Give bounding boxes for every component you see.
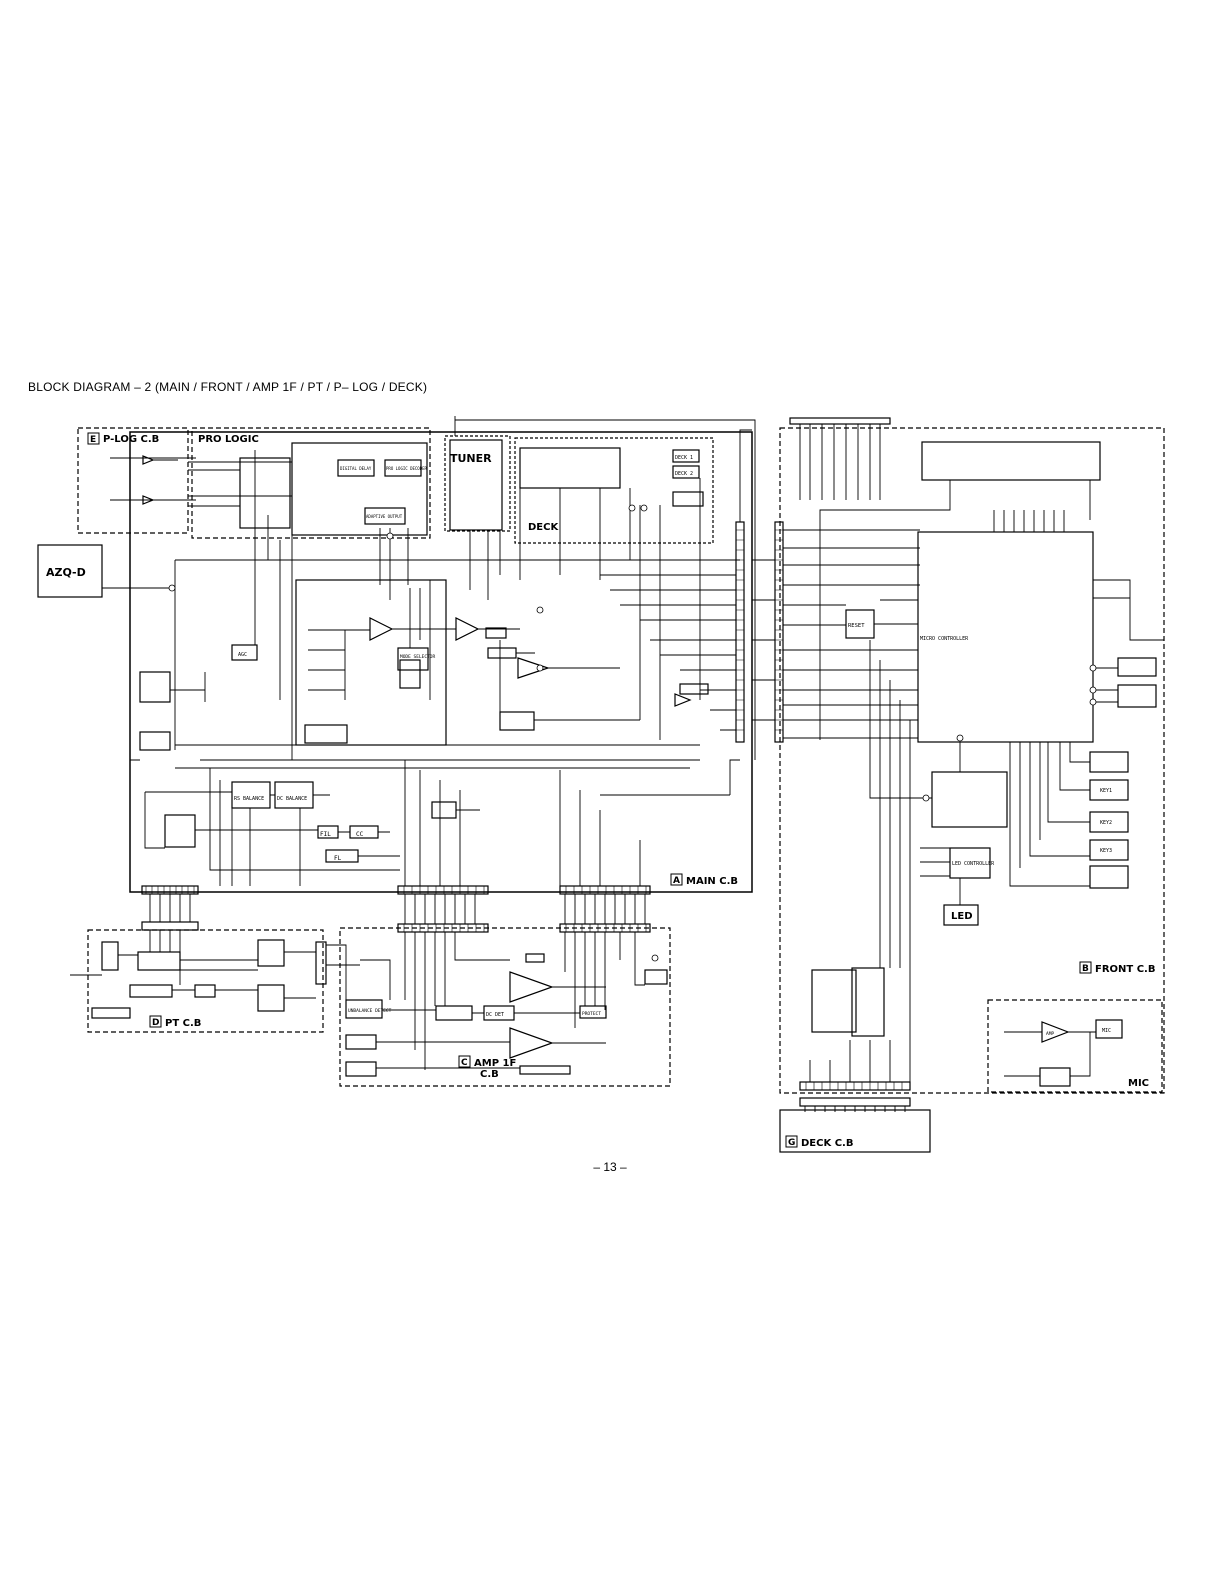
- pro-logic-decoder-label: PRO LOGIC DECODER: [386, 466, 428, 471]
- agc-block: [231, 644, 258, 661]
- board-main: [129, 431, 753, 893]
- digital-delay-block: [337, 459, 375, 477]
- section-label-deck: DECK: [528, 522, 559, 533]
- board-pt: [87, 929, 324, 1033]
- protect-label: PROTECT: [582, 1011, 601, 1017]
- fl-label: FL: [334, 855, 342, 862]
- section-mic: [987, 999, 1163, 1093]
- dc-det-label: DC DET: [486, 1012, 504, 1018]
- board-name-front: FRONT C.B: [1095, 964, 1155, 975]
- board-letter-deck: G: [788, 1138, 795, 1148]
- cc-label: CC: [356, 831, 364, 838]
- board-plog: [77, 427, 189, 534]
- board-name-main: MAIN C.B: [686, 876, 738, 887]
- board-name-plog: P-LOG C.B: [103, 434, 159, 445]
- deck1-block: [672, 449, 700, 463]
- cc-block: [349, 825, 379, 839]
- board-letter-pt: D: [152, 1018, 159, 1028]
- page-number: – 13 –: [593, 1160, 627, 1174]
- board-letter-plog: E: [90, 435, 96, 445]
- fl-block: [325, 849, 359, 863]
- adaptive-output-block: [364, 507, 406, 525]
- board-name-pt: PT C.B: [165, 1018, 201, 1029]
- led-controller-label: LED CONTROLLER: [952, 861, 995, 867]
- section-label-pro-logic: PRO LOGIC: [198, 434, 259, 445]
- deck1-label: DECK 1: [675, 455, 693, 461]
- unbalance-detect-label: UNBALANCE DETECT: [348, 1008, 392, 1014]
- board-letter-amp: C: [461, 1058, 468, 1068]
- led-label: LED: [951, 911, 973, 922]
- key3-block: [1089, 839, 1129, 861]
- board-front: [779, 427, 1165, 1094]
- board-name-deck: DECK C.B: [801, 1138, 853, 1149]
- board-name-amp: AMP 1F: [474, 1058, 516, 1069]
- key1-label: KEY1: [1100, 788, 1112, 794]
- key2-label: KEY2: [1100, 820, 1112, 826]
- azq-block: [37, 544, 103, 598]
- fil-label: FIL: [320, 831, 331, 838]
- board-name-amp-2: C.B: [480, 1069, 499, 1080]
- adaptive-output-label: ADAPTIVE OUTPUT: [366, 514, 403, 519]
- rs-balance-block: [231, 781, 271, 809]
- section-tuner: [444, 435, 511, 532]
- mic-jack-block: [1095, 1019, 1123, 1039]
- mic-jack-label: MIC: [1102, 1028, 1111, 1034]
- agc-label: AGC: [238, 652, 247, 658]
- led-controller-block: [949, 847, 991, 879]
- digital-delay-label: DIGITAL DELAY: [340, 466, 372, 471]
- unbalance-detect-block: [345, 999, 383, 1019]
- dc-balance-block: [274, 781, 314, 809]
- section-deck: [514, 437, 714, 544]
- led-block: [943, 904, 979, 926]
- section-label-mic: MIC: [1128, 1078, 1149, 1089]
- key3-label: KEY3: [1100, 848, 1112, 854]
- board-letter-main: A: [673, 876, 680, 886]
- amp-label: AMP: [1046, 1031, 1054, 1037]
- protect-block: [579, 1005, 607, 1019]
- pro-logic-decoder-block: [384, 459, 422, 477]
- board-letter-front: B: [1082, 964, 1089, 974]
- dc-balance-label: DC BALANCE: [277, 796, 307, 802]
- deck2-label: DECK 2: [675, 471, 693, 477]
- mode-selector-block: [397, 647, 429, 671]
- mode-selector-label: MODE SELECTOR: [400, 654, 436, 660]
- deck2-block: [672, 465, 700, 479]
- page-title: BLOCK DIAGRAM – 2 (MAIN / FRONT / AMP 1F…: [28, 380, 428, 394]
- section-pro-logic: [191, 427, 431, 539]
- rs-balance-label: RS BALANCE: [234, 796, 264, 802]
- micro-controller-label: MICRO CONTROLLER: [920, 636, 969, 642]
- section-label-tuner: TUNER: [450, 452, 492, 465]
- board-amp: [339, 927, 671, 1087]
- reset-label: RESET: [848, 623, 865, 629]
- azq-label: AZQ-D: [46, 566, 86, 579]
